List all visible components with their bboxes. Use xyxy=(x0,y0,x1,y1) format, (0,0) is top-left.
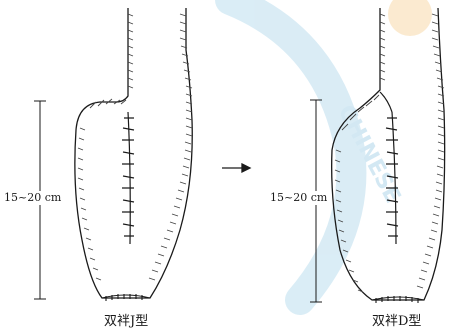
j-pouch-length-label: 15~20 cm xyxy=(4,191,61,205)
j-pouch-caption: 双袢J型 xyxy=(104,314,148,330)
watermark: CHINESE xyxy=(230,0,432,300)
j-pouch-hatching xyxy=(78,14,192,280)
j-pouch-diagram xyxy=(75,8,192,301)
j-pouch-suture-line xyxy=(122,112,134,244)
right-arrow-icon xyxy=(222,164,250,172)
d-pouch-caption: 双袢D型 xyxy=(372,314,421,330)
d-pouch-length-label: 15~20 cm xyxy=(270,191,327,205)
j-pouch-outline xyxy=(75,8,192,298)
